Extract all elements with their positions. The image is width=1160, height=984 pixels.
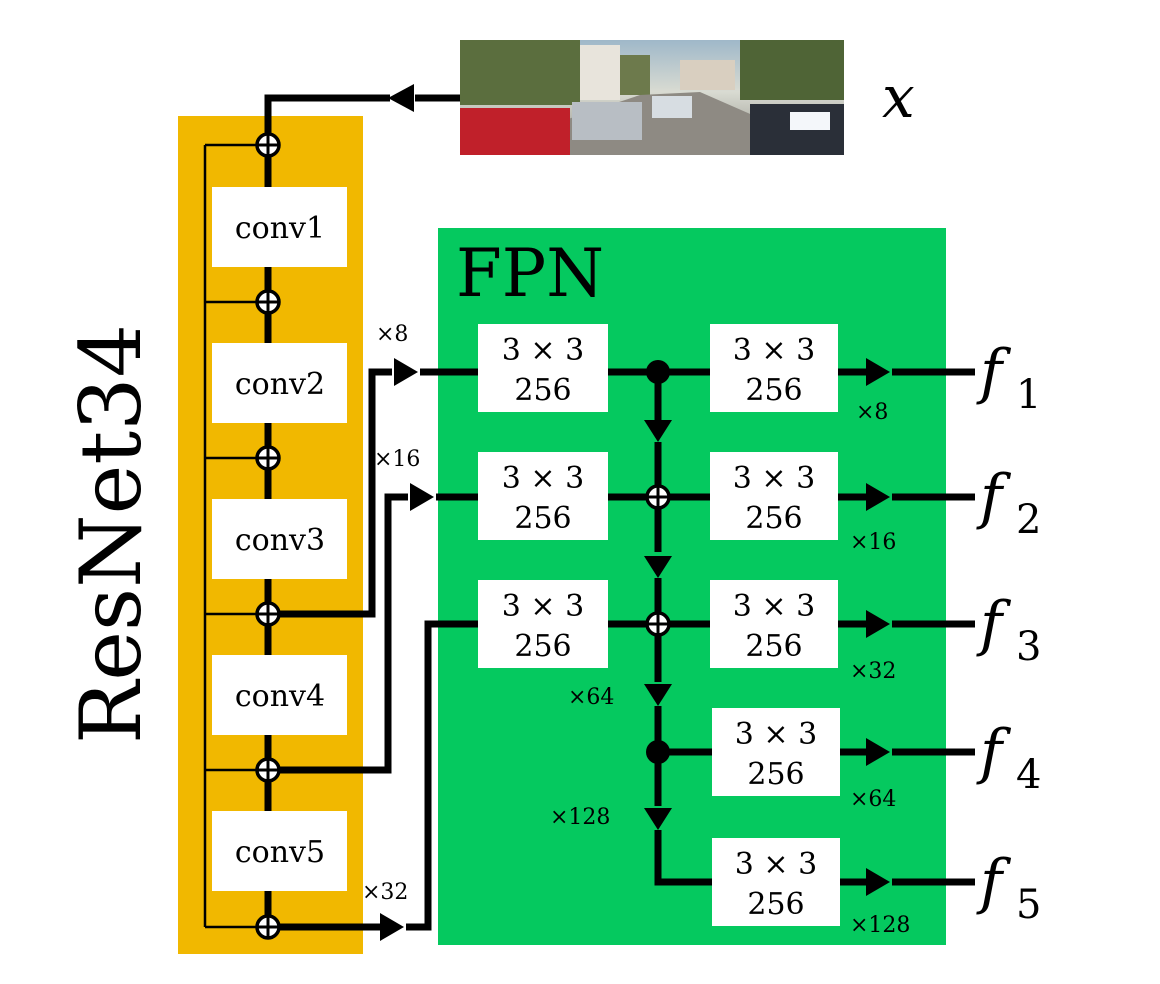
- lateral-scale-label-2: ×16: [374, 447, 420, 472]
- svg-text:256: 256: [514, 629, 571, 664]
- input-arrow: [264, 84, 460, 145]
- sum-node-backbone-3: [255, 445, 281, 471]
- backbone-stage-conv5: conv5: [212, 811, 347, 891]
- svg-text:4: 4: [1016, 752, 1041, 798]
- svg-text:256: 256: [747, 757, 804, 792]
- sum-node-backbone-2: [255, 289, 281, 315]
- top-down-scale-label-1: ×64: [568, 685, 614, 710]
- svg-text:f: f: [976, 337, 1012, 407]
- svg-text:3 × 3: 3 × 3: [502, 333, 584, 368]
- output-label-f2: f 2: [976, 462, 1041, 543]
- fpn-output-box-2: 3 × 3 256: [710, 452, 838, 540]
- svg-text:5: 5: [1016, 882, 1041, 928]
- svg-text:3 × 3: 3 × 3: [735, 717, 817, 752]
- input-image: [460, 40, 844, 155]
- input-label: x: [882, 63, 915, 131]
- sum-node-backbone-5: [255, 757, 281, 783]
- svg-text:256: 256: [747, 887, 804, 922]
- svg-text:f: f: [976, 847, 1012, 917]
- svg-text:conv1: conv1: [235, 211, 325, 246]
- lateral-scale-label-1: ×8: [376, 322, 408, 347]
- fpn-output-box-1: 3 × 3 256: [710, 324, 838, 412]
- lateral-scale-label-3: ×32: [362, 880, 408, 905]
- fpn-lateral-box-2: 3 × 3 256: [478, 452, 608, 540]
- svg-text:256: 256: [745, 501, 802, 536]
- lateral-connections: [268, 358, 478, 941]
- svg-text:f: f: [976, 589, 1012, 659]
- fpn-lateral-box-3: 3 × 3 256: [478, 580, 608, 668]
- svg-text:f: f: [976, 717, 1012, 787]
- sum-node-backbone-1: [255, 132, 281, 158]
- svg-text:3 × 3: 3 × 3: [733, 333, 815, 368]
- fpn-output-box-5: 3 × 3 256: [712, 838, 840, 926]
- svg-text:3 × 3: 3 × 3: [502, 461, 584, 496]
- svg-text:3 × 3: 3 × 3: [733, 461, 815, 496]
- output-arrows: [838, 358, 975, 896]
- backbone-stage-conv1: conv1: [212, 187, 347, 267]
- output-scale-label-4: ×64: [850, 787, 896, 812]
- svg-text:256: 256: [514, 501, 571, 536]
- sum-node-fpn-2: [645, 611, 671, 637]
- output-label-f1: f 1: [976, 337, 1041, 418]
- svg-text:3 × 3: 3 × 3: [735, 847, 817, 882]
- top-down-scale-label-2: ×128: [550, 805, 610, 830]
- backbone-stage-conv2: conv2: [212, 343, 347, 423]
- svg-text:256: 256: [514, 373, 571, 408]
- sum-node-backbone-6: [255, 914, 281, 940]
- svg-text:conv4: conv4: [235, 679, 325, 714]
- fpn-title: FPN: [456, 235, 604, 312]
- sum-node-fpn-1: [645, 484, 671, 510]
- svg-text:2: 2: [1016, 497, 1041, 543]
- svg-text:3 × 3: 3 × 3: [733, 589, 815, 624]
- output-label-f3: f 3: [976, 589, 1041, 670]
- svg-text:f: f: [976, 462, 1012, 532]
- fpn-output-box-4: 3 × 3 256: [712, 708, 840, 796]
- svg-text:3 × 3: 3 × 3: [502, 589, 584, 624]
- backbone-title: ResNet34: [62, 324, 160, 744]
- svg-text:conv2: conv2: [235, 367, 325, 402]
- svg-text:256: 256: [745, 629, 802, 664]
- backbone-stage-conv3: conv3: [212, 499, 347, 579]
- svg-text:conv5: conv5: [235, 835, 325, 870]
- svg-text:1: 1: [1016, 372, 1041, 418]
- fpn-output-box-3: 3 × 3 256: [710, 580, 838, 668]
- svg-text:256: 256: [745, 373, 802, 408]
- backbone-stage-conv4: conv4: [212, 655, 347, 735]
- output-label-f5: f 5: [976, 847, 1041, 928]
- output-scale-label-2: ×16: [850, 530, 896, 555]
- svg-text:conv3: conv3: [235, 523, 325, 558]
- output-scale-label-5: ×128: [850, 913, 910, 938]
- output-scale-label-1: ×8: [856, 400, 888, 425]
- sum-node-backbone-4: [255, 601, 281, 627]
- output-scale-label-3: ×32: [850, 659, 896, 684]
- svg-text:3: 3: [1016, 624, 1041, 670]
- output-label-f4: f 4: [976, 717, 1041, 798]
- fpn-lateral-box-1: 3 × 3 256: [478, 324, 608, 412]
